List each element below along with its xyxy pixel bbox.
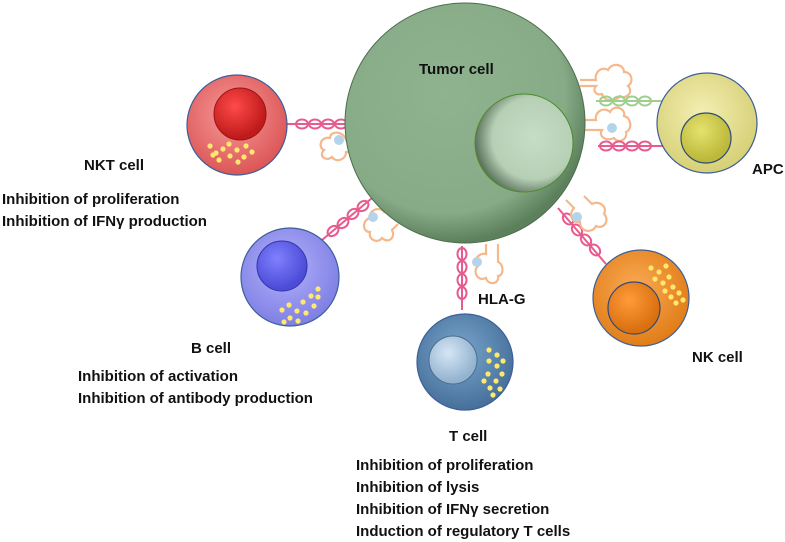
nkt-effect: Inhibition of IFNγ production bbox=[2, 213, 207, 230]
apc-nucleus bbox=[680, 112, 732, 164]
nk-nucleus bbox=[607, 281, 661, 335]
t-receptor bbox=[472, 244, 504, 285]
t-nucleus bbox=[428, 335, 478, 385]
t-hla-g-chain bbox=[456, 246, 468, 310]
t-effects-list: Inhibition of proliferation Inhibition o… bbox=[356, 455, 570, 542]
tumor-cell bbox=[344, 2, 586, 244]
nkt-cell bbox=[186, 74, 288, 176]
t-effect: Induction of regulatory T cells bbox=[356, 523, 571, 540]
tumor-cell-label: Tumor cell bbox=[419, 61, 494, 78]
b-effects-list: Inhibition of activation Inhibition of a… bbox=[78, 366, 313, 410]
apc-receptor-top bbox=[580, 63, 633, 102]
nkt-effects-list: Inhibition of proliferation Inhibition o… bbox=[2, 189, 207, 233]
t-cell-label: T cell bbox=[449, 428, 488, 445]
nk-cell-label: NK cell bbox=[692, 349, 743, 366]
apc-cell bbox=[656, 72, 758, 174]
apc-hla-g-chain bbox=[598, 140, 664, 152]
t-effect: Inhibition of proliferation bbox=[356, 457, 534, 474]
nkt-nucleus bbox=[213, 87, 267, 141]
b-effect: Inhibition of activation bbox=[78, 368, 238, 385]
apc-green-chain bbox=[596, 95, 664, 107]
nkt-granules bbox=[207, 141, 255, 165]
b-hla-g-chain bbox=[321, 197, 373, 241]
b-granules bbox=[279, 286, 321, 325]
b-cell bbox=[240, 227, 340, 327]
nk-cell bbox=[592, 249, 690, 347]
apc-receptor-middle bbox=[580, 106, 632, 142]
nkt-cell-label: NKT cell bbox=[84, 157, 145, 174]
t-granules bbox=[481, 347, 506, 398]
apc-label: APC bbox=[752, 161, 784, 178]
nkt-effect: Inhibition of proliferation bbox=[2, 191, 180, 208]
nkt-hla-g-chain bbox=[285, 118, 352, 130]
nk-receptor bbox=[565, 195, 608, 232]
b-effect: Inhibition of antibody production bbox=[78, 390, 313, 407]
t-effect: Inhibition of IFNγ secretion bbox=[356, 501, 550, 518]
t-cell bbox=[416, 313, 514, 411]
b-cell-label: B cell bbox=[191, 340, 232, 357]
nk-granules bbox=[648, 263, 686, 306]
tumor-nucleus bbox=[474, 93, 574, 193]
nk-hla-g-chain bbox=[557, 207, 607, 265]
t-effect: Inhibition of lysis bbox=[356, 479, 480, 496]
b-nucleus bbox=[256, 240, 308, 292]
hla-g-label: HLA-G bbox=[478, 291, 526, 308]
nkt-receptor bbox=[319, 131, 356, 162]
